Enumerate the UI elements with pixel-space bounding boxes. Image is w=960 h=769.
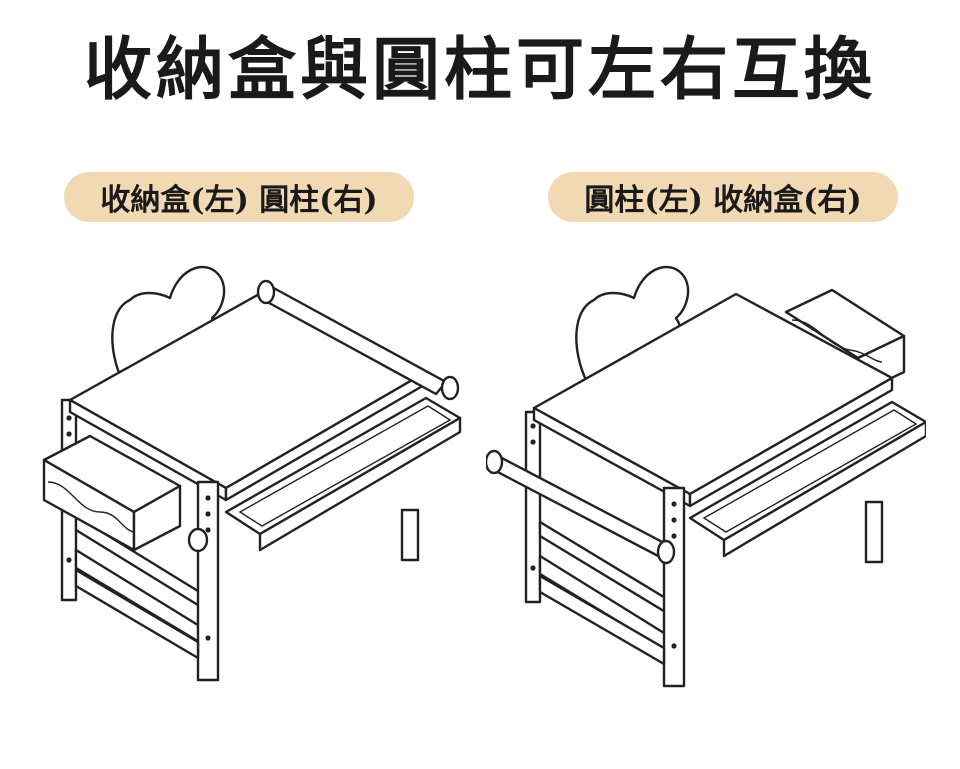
desk-illustration-left [42,265,462,682]
rear-leg-right [400,508,420,562]
page-title: 收納盒與圓柱可左右互換 [83,30,876,110]
config-label-right: 圓柱(左) 收納盒(右) [548,172,898,222]
desk-top [532,292,894,508]
desk-illustration-right [486,265,926,688]
pencil-tray [224,396,462,552]
cylinder-rod [486,449,676,565]
front-frame [530,423,686,688]
config-label-left: 收納盒(左) 圓柱(右) [64,172,414,222]
storage-box [42,434,209,553]
crossbar [538,520,674,656]
pencil-tray [688,400,926,558]
cylinder-rod [256,279,460,401]
front-frame [66,415,220,682]
rear-leg-right [864,500,884,564]
